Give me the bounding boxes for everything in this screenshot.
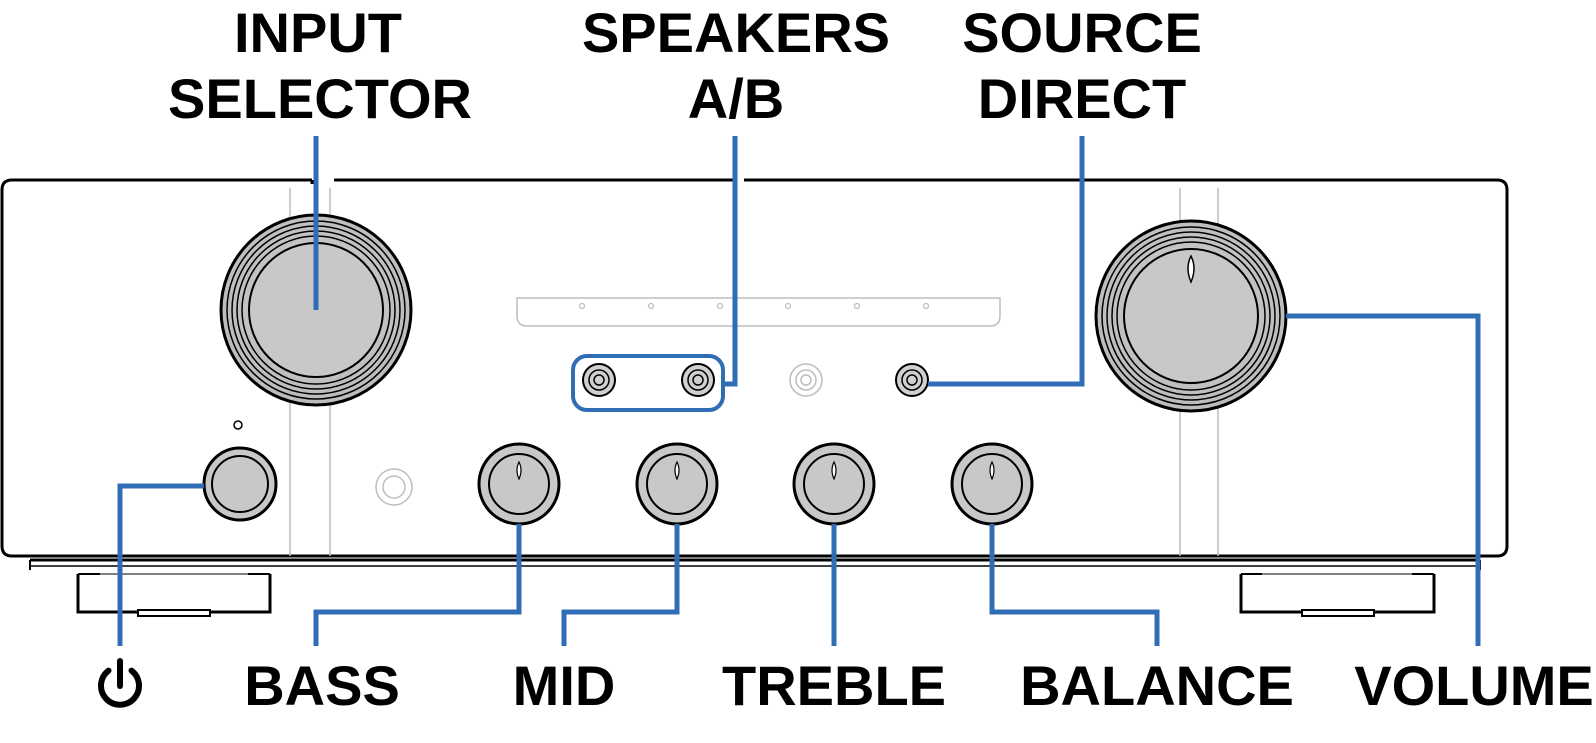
speaker-a-button[interactable] (582, 363, 616, 397)
callout-power (117, 483, 204, 646)
input-selector-label-line2: SELECTOR (168, 67, 472, 130)
callout-speakers (723, 136, 738, 387)
balance-label: BALANCE (1020, 654, 1294, 717)
bass-knob[interactable] (477, 442, 561, 526)
speaker-b-button[interactable] (681, 363, 715, 397)
unlabeled-button (789, 363, 823, 397)
bass-label: BASS (244, 654, 400, 717)
mid-label: MID (513, 654, 616, 717)
display-window (516, 297, 1001, 327)
volume-knob[interactable] (1094, 219, 1288, 413)
mid-knob[interactable] (635, 442, 719, 526)
callout-lines (117, 136, 1481, 646)
power-button[interactable] (202, 446, 278, 522)
volume-label: VOLUME (1354, 654, 1594, 717)
callout-volume (1286, 313, 1481, 646)
source-direct-label-line1: SOURCE (962, 1, 1202, 64)
speakers-ab-label: SPEAKERS A/B (582, 1, 890, 130)
source-direct-label-line2: DIRECT (978, 67, 1186, 130)
speakers-ab-label-line1: SPEAKERS (582, 1, 890, 64)
callout-bass (313, 524, 522, 646)
indicator-dots (578, 302, 930, 310)
callout-source-direct (928, 136, 1085, 387)
source-direct-button[interactable] (895, 363, 929, 397)
headphone-jack (375, 468, 413, 506)
input-selector-label: INPUT SELECTOR (168, 1, 472, 130)
treble-label: TREBLE (722, 654, 946, 717)
input-selector-label-line1: INPUT (234, 1, 402, 64)
treble-knob[interactable] (792, 442, 876, 526)
balance-knob[interactable] (950, 442, 1034, 526)
speakers-ab-label-line2: A/B (688, 67, 784, 130)
callout-balance (989, 524, 1160, 646)
left-foot (76, 573, 272, 617)
source-direct-label: SOURCE DIRECT (962, 1, 1202, 130)
power-icon (98, 658, 142, 708)
callout-mid (561, 524, 680, 646)
volume-indicator-mark (1187, 254, 1195, 284)
right-foot (1239, 573, 1436, 617)
power-indicator-led (233, 420, 243, 430)
